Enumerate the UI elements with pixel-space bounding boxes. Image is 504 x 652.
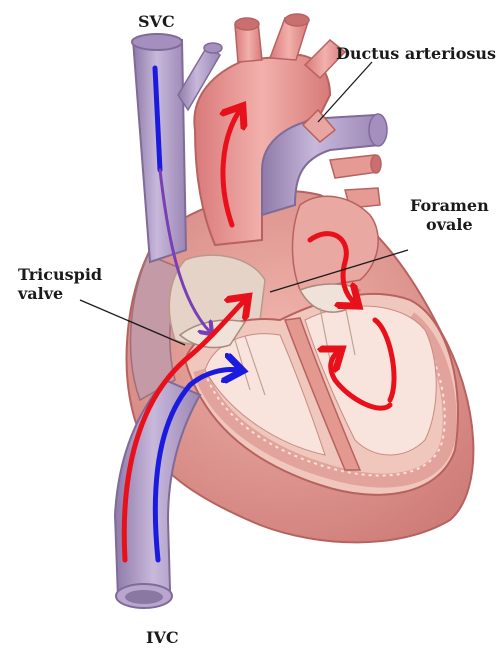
svc-label: SVC <box>138 12 175 31</box>
ductus-arteriosus-label: Ductus arteriosus <box>336 44 496 63</box>
ivc-label: IVC <box>146 628 179 647</box>
tricuspid-valve-label: Tricuspid valve <box>18 265 102 303</box>
foramen-ovale-label: Foramen ovale <box>410 196 489 234</box>
left-atrium <box>293 196 379 290</box>
